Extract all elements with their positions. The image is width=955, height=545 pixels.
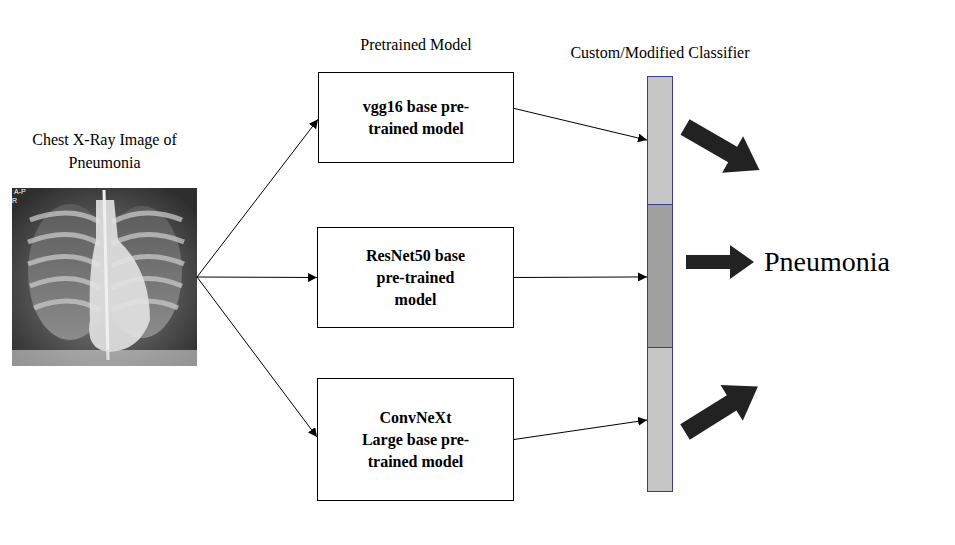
flow-arrow — [514, 108, 647, 140]
node-heading: Chest X-Ray Image of Pneumonia — [10, 128, 200, 174]
image-node: Chest X-Ray Image of Pneumonia — [12, 188, 197, 366]
classifier-segment — [648, 205, 672, 348]
flow-arrow — [197, 119, 318, 277]
classifier-segment — [648, 77, 672, 205]
classifier-segment — [648, 348, 672, 491]
flow-arrow — [197, 277, 317, 437]
column-heading: Pretrained Model — [360, 37, 472, 53]
flow-arrow — [197, 277, 317, 279]
xray-marker: R — [12, 197, 17, 204]
xray-marker: A-P — [14, 188, 26, 195]
model-name: vgg16 base pre-trained model — [361, 96, 471, 140]
model-box: ConvNeXt Large base pre-trained model — [317, 378, 514, 501]
model-name: ResNet50 base pre-trained model — [361, 245, 471, 311]
output-class: Pneumonia — [764, 248, 890, 276]
output-arrows — [674, 109, 770, 450]
xray-image — [12, 188, 197, 366]
flow-arrow — [514, 276, 647, 278]
model-name: ConvNeXt Large base pre-trained model — [361, 407, 471, 473]
node-heading: Custom/Modified Classifier — [530, 41, 790, 64]
classifier-bar: Custom/Modified Classifier — [647, 76, 673, 492]
model-box: ResNet50 base pre-trained model — [317, 227, 514, 328]
model-box: vgg16 base pre-trained model — [318, 72, 514, 163]
flow-arrow — [514, 420, 647, 439]
